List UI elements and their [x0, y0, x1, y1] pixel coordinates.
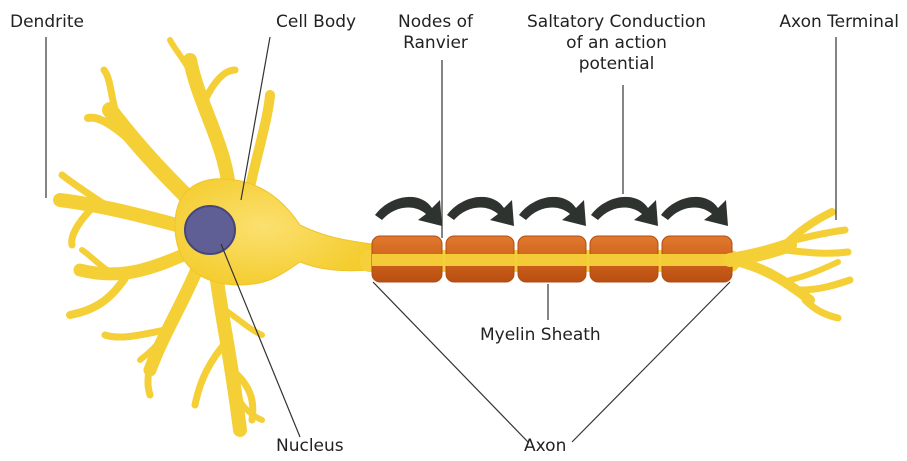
label-dendrite: Dendrite [10, 12, 84, 33]
nucleus-shape [185, 206, 235, 254]
label-axon-terminal: Axon Terminal [779, 12, 899, 33]
label-nucleus: Nucleus [276, 436, 344, 457]
label-saltatory-conduction: Saltatory Conduction of an action potent… [527, 12, 706, 75]
axon-terminal-shape [730, 212, 850, 318]
label-myelin-sheath: Myelin Sheath [480, 325, 601, 346]
label-cell-body: Cell Body [276, 12, 356, 33]
label-nodes-of-ranvier: Nodes of Ranvier [398, 12, 473, 54]
label-axon: Axon [524, 436, 566, 457]
saltatory-arrows [375, 197, 728, 226]
